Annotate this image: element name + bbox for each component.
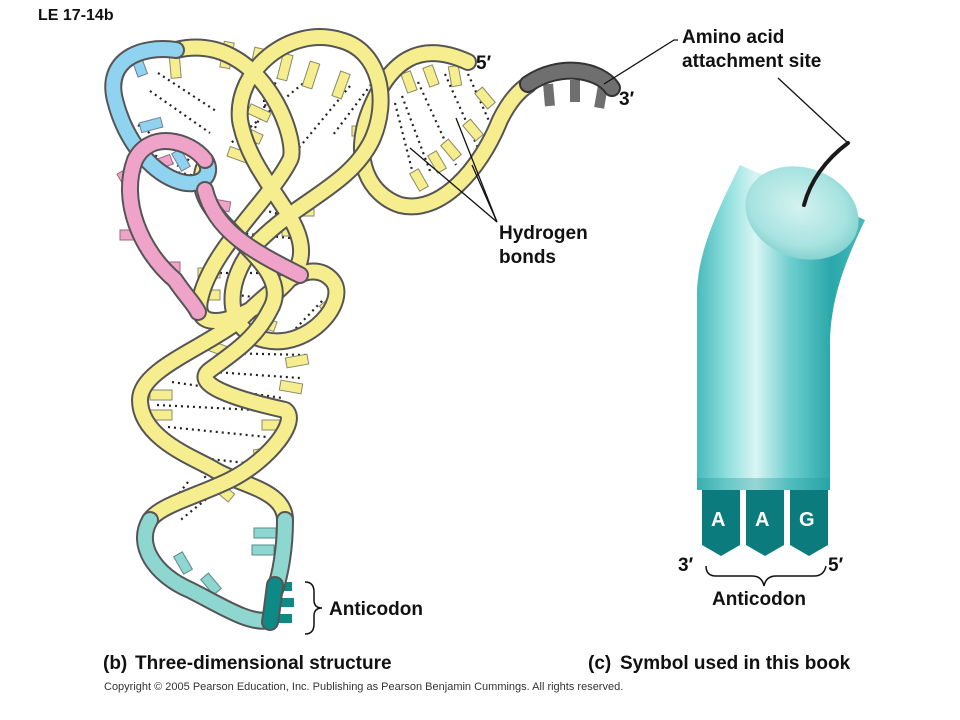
caption-c-text: Symbol used in this book	[620, 653, 851, 674]
symbol-top-face	[745, 166, 859, 260]
base-letter-3: G	[799, 509, 815, 531]
hydrogen-bonds-label-line2: bonds	[499, 247, 556, 268]
blue-d-loop	[104, 40, 218, 193]
anticodon-label-left: Anticodon	[329, 599, 423, 620]
hydrogen-bonds-label-line1: Hydrogen	[499, 223, 588, 244]
base-stubs	[116, 40, 608, 623]
anticodon-label-right: Anticodon	[712, 589, 806, 610]
anticodon-bracket-left	[304, 581, 323, 635]
anticodon-loop	[136, 511, 294, 631]
pink-segment	[121, 132, 309, 321]
caption-b-letter: (b)	[103, 653, 128, 674]
base-tab-1	[702, 490, 740, 556]
amino-acid-label-line1: Amino acid	[682, 27, 785, 48]
caption-c-letter: (c)	[588, 653, 612, 674]
amino-acid-site-stub	[802, 141, 850, 207]
amino-acid-label-line2: attachment site	[682, 51, 822, 72]
base-tab-2	[746, 490, 784, 556]
anticodon-bracket-right	[705, 565, 827, 587]
base-letter-2: A	[755, 509, 770, 531]
base-tab-3	[790, 490, 828, 556]
figure-id: LE 17-14b	[38, 7, 114, 24]
symbol-three-prime-label: 3′	[678, 555, 694, 576]
caption-b-text: Three-dimensional structure	[135, 653, 392, 674]
symbol-anticodon-bases	[702, 490, 828, 556]
symbol-five-prime-label: 5′	[828, 555, 844, 576]
three-prime-label-top: 3′	[619, 89, 635, 110]
copyright-notice: Copyright © 2005 Pearson Education, Inc.…	[104, 681, 624, 693]
five-prime-label-top: 5′	[476, 53, 492, 74]
hydrogen-bond-pointers	[409, 117, 498, 223]
amino-acid-pointer	[603, 39, 849, 144]
base-letter-1: A	[711, 509, 726, 531]
